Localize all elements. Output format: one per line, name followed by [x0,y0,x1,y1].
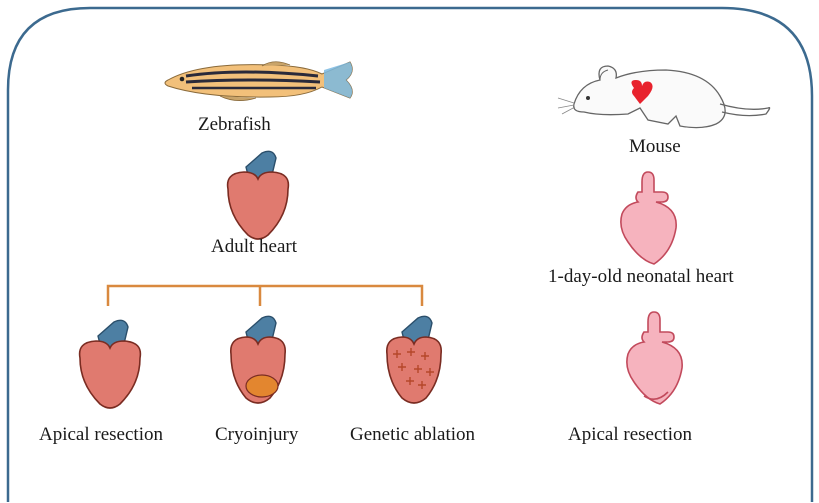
mouse-injury-label-apical-resection: Apical resection [568,424,692,446]
injury-bracket [108,286,422,306]
neonatal-heart-label: 1-day-old neonatal heart [548,266,734,288]
apical-resection-heart-icon [80,320,141,408]
adult-heart-icon [228,151,289,239]
zebrafish-label: Zebrafish [198,114,271,136]
zebrafish-icon [165,62,352,101]
injury-label-genetic-ablation: Genetic ablation [350,424,475,446]
mouse-icon [558,66,770,128]
neonatal-heart-icon [621,172,676,264]
cryoinjury-heart-icon [231,316,285,403]
mouse-label: Mouse [629,136,681,158]
neonatal-resected-heart-icon [627,312,682,404]
genetic-ablation-heart-icon [387,316,441,403]
adult-heart-label: Adult heart [211,236,297,258]
injury-label-cryoinjury: Cryoinjury [215,424,298,446]
injury-label-apical-resection: Apical resection [39,424,163,446]
